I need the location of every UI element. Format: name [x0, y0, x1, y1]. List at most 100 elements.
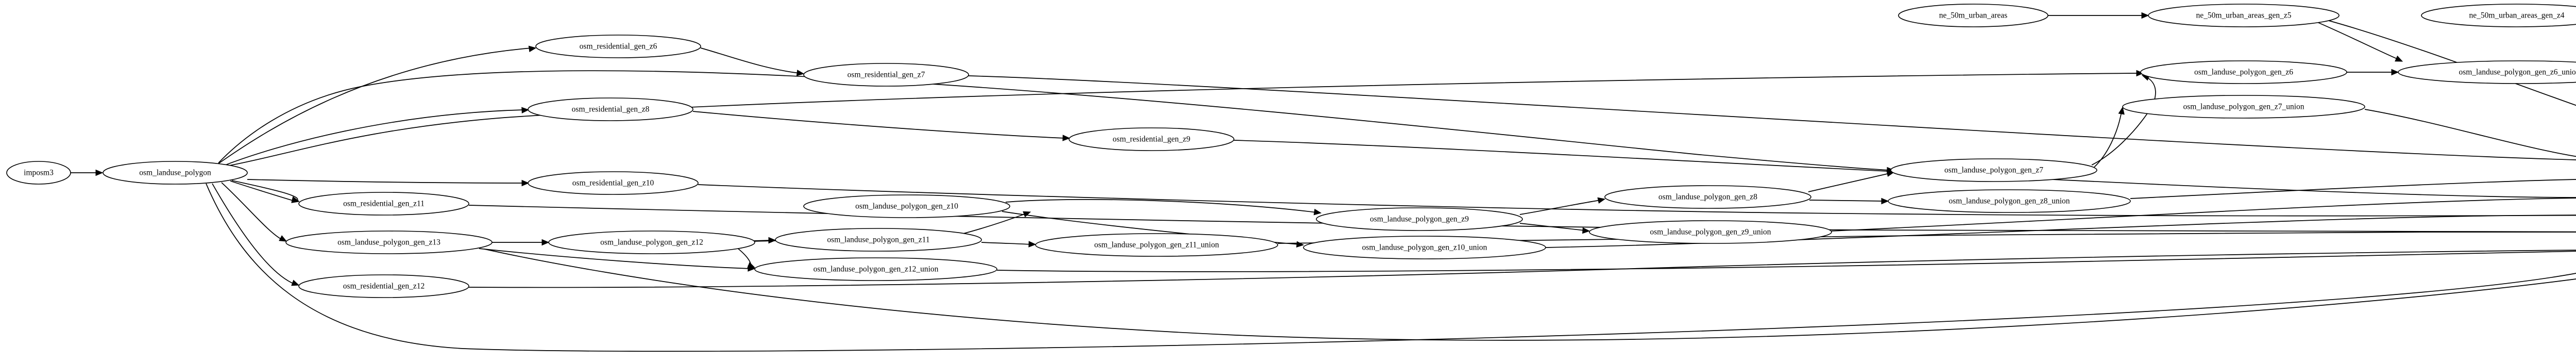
node-label-osm_landuse_polygon_gen_z10_union: osm_landuse_polygon_gen_z10_union [1362, 243, 1487, 252]
edge-z8-to-z7 [1808, 173, 1890, 192]
node-osm_residential_gen_z6[interactable]: osm_residential_gen_z6 [535, 35, 701, 58]
node-label-osm_residential_gen_z12: osm_residential_gen_z12 [343, 282, 425, 291]
node-ellipse-osm_landuse_polygon_gen_z12 [548, 231, 755, 254]
arrowhead-z12-to-z12union [747, 262, 756, 268]
node-ellipse-osm_landuse_polygon_gen_z8_union [1888, 189, 2131, 213]
node-osm_landuse_polygon[interactable]: osm_landuse_polygon [103, 161, 248, 185]
arrowhead-landuse-to-res-z12 [291, 279, 300, 286]
node-osm_landuse_polygon_gen_z12[interactable]: osm_landuse_polygon_gen_z12 [548, 231, 755, 254]
node-ellipse-osm_residential_gen_z6 [535, 35, 701, 58]
arrowhead-landuse-to-res-z6 [528, 45, 537, 53]
node-label-osm_landuse_polygon_gen_z11_union: osm_landuse_polygon_gen_z11_union [1094, 241, 1219, 250]
node-ellipse-ne_50m_urban_areas_gen_z4 [2421, 4, 2576, 27]
node-ellipse-ne_50m_urban_areas [1898, 4, 2048, 27]
node-ellipse-osm_landuse_polygon_gen_z10 [803, 194, 1010, 218]
node-label-osm_residential_gen_z9: osm_residential_gen_z9 [1113, 135, 1191, 144]
edge-z11-to-z11union [981, 242, 1032, 245]
node-label-osm_landuse_polygon_gen_z11: osm_landuse_polygon_gen_z11 [827, 236, 929, 244]
edge-landuse-to-res-z11 [231, 180, 298, 202]
node-ellipse-osm_residential_gen_z11 [298, 192, 469, 216]
node-osm_residential_gen_z8[interactable]: osm_residential_gen_z8 [528, 97, 693, 121]
edge-ne-z5-to-legend-z5 [2328, 20, 2576, 106]
edge-res-z7-to-legend-z7 [968, 75, 2576, 160]
edge-z11-to-z10 [959, 213, 1027, 235]
node-label-osm_residential_gen_z8: osm_residential_gen_z8 [572, 105, 650, 114]
node-osm_landuse_polygon_gen_z6_union[interactable]: osm_landuse_polygon_gen_z6_union [2398, 60, 2576, 84]
edge-landuse-to-z13 [221, 182, 283, 240]
node-osm_landuse_polygon_gen_z7_union[interactable]: osm_landuse_polygon_gen_z7_union [2122, 95, 2365, 119]
node-ne_50m_urban_areas_gen_z5[interactable]: ne_50m_urban_areas_gen_z5 [2148, 4, 2340, 27]
edge-z12-to-z11b [753, 240, 772, 241]
node-imposm3[interactable]: imposm3 [6, 161, 71, 185]
node-osm_landuse_polygon_gen_z10[interactable]: osm_landuse_polygon_gen_z10 [803, 194, 1010, 218]
node-osm_landuse_polygon_gen_z8_union[interactable]: osm_landuse_polygon_gen_z8_union [1888, 189, 2131, 213]
node-osm_landuse_polygon_gen_z7[interactable]: osm_landuse_polygon_gen_z7 [1890, 158, 2097, 182]
edge-res-z8-to-res-z9 [692, 111, 1066, 139]
arrowhead-landuse-to-res-z11b [291, 196, 300, 203]
node-osm_residential_gen_z7[interactable]: osm_residential_gen_z7 [803, 63, 969, 87]
edge-z7union-to-legend-z7 [2364, 109, 2576, 157]
arrowhead-z11-to-z10 [1023, 211, 1031, 218]
node-ellipse-osm_landuse_polygon_gen_z11 [775, 228, 982, 252]
node-osm_landuse_polygon_gen_z9_union[interactable]: osm_landuse_polygon_gen_z9_union [1589, 220, 1832, 244]
node-osm_landuse_polygon_gen_z6[interactable]: osm_landuse_polygon_gen_z6 [2140, 60, 2347, 84]
edge-z7-to-z6 [2091, 76, 2156, 166]
node-osm_landuse_polygon_gen_z13[interactable]: osm_landuse_polygon_gen_z13 [285, 231, 493, 254]
node-osm_landuse_polygon_gen_z11[interactable]: osm_landuse_polygon_gen_z11 [775, 228, 982, 252]
node-label-osm_landuse_polygon_gen_z8_union: osm_landuse_polygon_gen_z8_union [1948, 197, 2070, 206]
node-osm_landuse_polygon_gen_z9[interactable]: osm_landuse_polygon_gen_z9 [1316, 207, 1523, 231]
node-ellipse-osm_landuse_polygon_gen_z12_union [754, 257, 997, 281]
arrowhead-imposm3-to-osm_landuse_polygon [95, 169, 104, 176]
node-ellipse-osm_residential_gen_z10 [528, 171, 699, 195]
node-label-osm_landuse_polygon_gen_z8: osm_landuse_polygon_gen_z8 [1658, 193, 1757, 202]
node-ellipse-osm_landuse_polygon_gen_z13 [285, 231, 493, 254]
arrowhead-res-z6-to-res-z7 [796, 70, 805, 76]
node-ellipse-osm_landuse_polygon_gen_z8 [1604, 185, 1811, 209]
arrowhead-z9-to-z8 [1597, 197, 1606, 204]
edge-z13-to-legend-z13 [484, 249, 2576, 341]
node-osm_landuse_polygon_gen_z10_union[interactable]: osm_landuse_polygon_gen_z10_union [1303, 236, 1546, 259]
edge-z9-to-z8 [1519, 200, 1601, 215]
node-label-osm_landuse_polygon_gen_z6_union: osm_landuse_polygon_gen_z6_union [2459, 68, 2576, 77]
node-label-osm_landuse_polygon_gen_z9_union: osm_landuse_polygon_gen_z9_union [1650, 228, 1771, 237]
node-label-osm_landuse_polygon_gen_z12: osm_landuse_polygon_gen_z12 [600, 238, 703, 247]
edge-landuse-to-res-z8 [222, 109, 525, 167]
edge-res-z6-to-res-z7 [700, 47, 800, 74]
arrowhead-landuse-to-z13 [279, 235, 287, 242]
node-label-ne_50m_urban_areas_gen_z4: ne_50m_urban_areas_gen_z4 [2469, 11, 2564, 20]
edge-z8union-to-legend-z8 [2130, 179, 2576, 199]
node-label-osm_landuse_polygon_gen_z6: osm_landuse_polygon_gen_z6 [2194, 68, 2293, 77]
node-label-osm_landuse_polygon_gen_z12_union: osm_landuse_polygon_gen_z12_union [814, 265, 939, 274]
node-osm_residential_gen_z9[interactable]: osm_residential_gen_z9 [1069, 127, 1234, 151]
node-ne_50m_urban_areas_gen_z4[interactable]: ne_50m_urban_areas_gen_z4 [2421, 4, 2576, 27]
node-osm_residential_gen_z11[interactable]: osm_residential_gen_z11 [298, 192, 469, 216]
node-ne_50m_urban_areas[interactable]: ne_50m_urban_areas [1898, 4, 2048, 27]
edge-landuse-to-res-z10 [247, 179, 525, 184]
node-label-osm_residential_gen_z11: osm_residential_gen_z11 [343, 200, 425, 208]
node-ellipse-osm_landuse_polygon_gen_z6_union [2398, 60, 2576, 84]
node-osm_residential_gen_z10[interactable]: osm_residential_gen_z10 [528, 171, 699, 195]
node-osm_landuse_polygon_gen_z11_union[interactable]: osm_landuse_polygon_gen_z11_union [1035, 233, 1278, 257]
arrowhead-z6-to-z6union [2391, 69, 2399, 76]
node-ellipse-osm_landuse_polygon [103, 161, 248, 185]
node-ellipse-ne_50m_urban_areas_gen_z5 [2148, 4, 2340, 27]
edge-res-z10-to-legend-z10 [698, 184, 2576, 217]
node-ellipse-imposm3 [6, 161, 71, 185]
node-label-osm_landuse_polygon_gen_z7_union: osm_landuse_polygon_gen_z7_union [2183, 103, 2304, 111]
arrowhead-z10-to-z9 [1313, 208, 1322, 216]
edge-landuse-to-res-z11b [230, 180, 295, 202]
nodes-layer: imposm3 osm_landuse_polygon osm_residentia… [6, 4, 2576, 298]
arrowhead-ne-z5-to-z6union [2395, 55, 2403, 62]
node-label-ne_50m_urban_areas_gen_z5: ne_50m_urban_areas_gen_z5 [2196, 11, 2291, 20]
arrowhead-landuse-to-z6 [2136, 70, 2144, 77]
edge-landuse-to-z6 [226, 73, 2140, 167]
node-osm_residential_gen_z12[interactable]: osm_residential_gen_z12 [298, 274, 469, 298]
edge-res-z9-to-legend-z9 [1233, 140, 2576, 198]
node-osm_landuse_polygon_gen_z12_union[interactable]: osm_landuse_polygon_gen_z12_union [754, 257, 997, 281]
node-ellipse-osm_landuse_polygon_gen_z7 [1890, 158, 2097, 182]
node-label-osm_landuse_polygon_gen_z10: osm_landuse_polygon_gen_z10 [855, 202, 958, 211]
node-osm_landuse_polygon_gen_z8[interactable]: osm_landuse_polygon_gen_z8 [1604, 185, 1811, 209]
node-label-osm_landuse_polygon_gen_z9: osm_landuse_polygon_gen_z9 [1370, 215, 1469, 224]
